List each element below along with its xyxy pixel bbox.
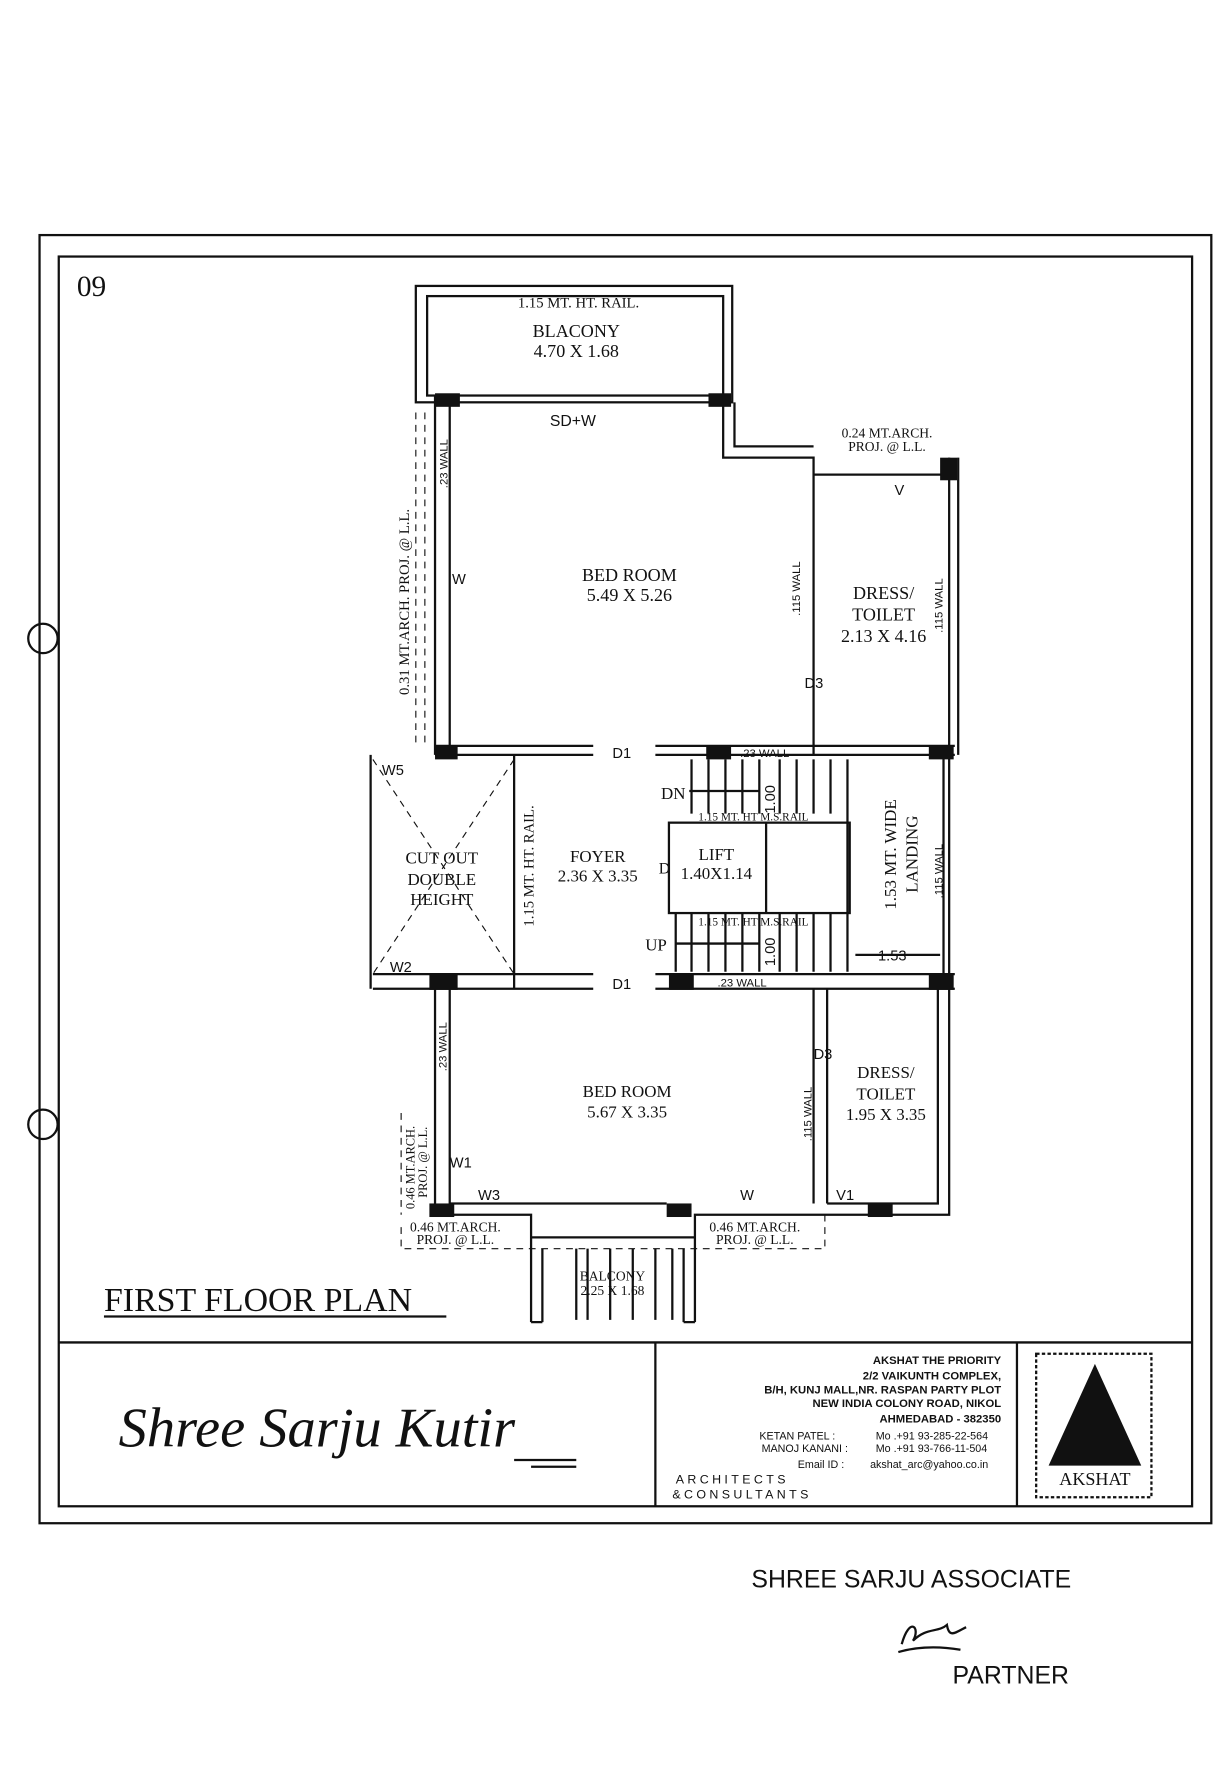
svg-text:LIFT: LIFT <box>699 845 735 864</box>
svg-text:0.46 MT.ARCH.: 0.46 MT.ARCH. <box>709 1220 800 1235</box>
sheet-number: 09 <box>77 271 106 303</box>
svg-text:DN: DN <box>661 784 685 803</box>
svg-text:NEW INDIA COLONY ROAD, NIKOL: NEW INDIA COLONY ROAD, NIKOL <box>812 1398 1001 1410</box>
svg-text:LANDING: LANDING <box>903 816 922 893</box>
svg-text:1.15 MT. HT. RAIL.: 1.15 MT. HT. RAIL. <box>521 805 537 926</box>
project-name: Shree Sarju Kutir <box>119 1397 516 1459</box>
signature <box>898 1622 967 1654</box>
svg-text:4.70 X 1.68: 4.70 X 1.68 <box>534 341 619 361</box>
svg-text:.23 WALL: .23 WALL <box>437 1022 449 1071</box>
svg-text:5.67 X 3.35: 5.67 X 3.35 <box>587 1103 667 1122</box>
svg-text:BED ROOM: BED ROOM <box>582 565 677 585</box>
svg-text:SHREE SARJU ASSOCIATE: SHREE SARJU ASSOCIATE <box>751 1567 1071 1594</box>
svg-text:.23 WALL: .23 WALL <box>740 748 789 760</box>
svg-text:W: W <box>740 1188 754 1204</box>
svg-text:.23 WALL: .23 WALL <box>438 439 450 488</box>
svg-text:PROJ. @ L.L.: PROJ. @ L.L. <box>716 1232 794 1247</box>
sheet-frame <box>27 233 1213 1525</box>
svg-text:0.31 MT.ARCH. PROJ. @ L.L.: 0.31 MT.ARCH. PROJ. @ L.L. <box>397 509 413 695</box>
svg-text:1.40X1.14: 1.40X1.14 <box>681 864 753 883</box>
svg-text:W5: W5 <box>382 763 404 779</box>
svg-text:0.46 MT.ARCH.: 0.46 MT.ARCH. <box>410 1220 501 1235</box>
stairs <box>575 759 941 1320</box>
svg-text:D3: D3 <box>805 676 824 692</box>
svg-text:D1: D1 <box>612 746 631 762</box>
svg-text:V1: V1 <box>836 1188 854 1204</box>
akshat-logo: AKSHAT <box>1035 1352 1153 1499</box>
svg-text:Mo .+91 93-285-22-564: Mo .+91 93-285-22-564 <box>876 1431 988 1443</box>
svg-text:BALCONY: BALCONY <box>580 1268 646 1283</box>
svg-text:D3: D3 <box>814 1047 833 1063</box>
svg-text:W2: W2 <box>390 960 412 976</box>
svg-text:V: V <box>895 483 905 499</box>
svg-text:BED ROOM: BED ROOM <box>583 1082 672 1101</box>
svg-text:ARCHITECTS: ARCHITECTS <box>676 1473 789 1487</box>
svg-text:BLACONY: BLACONY <box>533 321 620 341</box>
svg-text:1.53: 1.53 <box>878 949 907 965</box>
svg-text:.115 WALL: .115 WALL <box>791 561 803 616</box>
svg-text:.115 WALL: .115 WALL <box>933 844 945 899</box>
svg-text:DRESS/: DRESS/ <box>857 1063 915 1082</box>
svg-text:MANOJ KANANI :: MANOJ KANANI : <box>762 1443 848 1455</box>
svg-text:KETAN PATEL :: KETAN PATEL : <box>759 1431 835 1443</box>
svg-text:W3: W3 <box>478 1188 500 1204</box>
svg-text:PROJ. @ L.L.: PROJ. @ L.L. <box>416 1127 430 1198</box>
svg-text:5.49 X 5.26: 5.49 X 5.26 <box>587 585 672 605</box>
svg-text:1.15 MT. HT M.S.RAIL: 1.15 MT. HT M.S.RAIL <box>698 811 808 823</box>
svg-text:AHMEDABAD - 382350: AHMEDABAD - 382350 <box>880 1414 1002 1426</box>
svg-text:.115 WALL: .115 WALL <box>802 1087 814 1142</box>
svg-text:W1: W1 <box>450 1155 472 1171</box>
svg-text:PARTNER: PARTNER <box>953 1663 1069 1690</box>
svg-text:1.15 MT. HT. RAIL.: 1.15 MT. HT. RAIL. <box>518 295 639 311</box>
svg-text:UP: UP <box>645 935 667 954</box>
svg-text:PROJ. @ L.L.: PROJ. @ L.L. <box>417 1232 495 1247</box>
svg-text:DRESS/: DRESS/ <box>853 583 915 603</box>
svg-text:1.00: 1.00 <box>763 785 779 814</box>
svg-text:2/2 VAIKUNTH COMPLEX,: 2/2 VAIKUNTH COMPLEX, <box>863 1371 1001 1383</box>
svg-text:2.36 X 3.35: 2.36 X 3.35 <box>558 866 638 885</box>
svg-text:0.46 MT.ARCH.: 0.46 MT.ARCH. <box>404 1126 418 1209</box>
svg-text:FOYER: FOYER <box>570 847 626 866</box>
firm-details: AKSHAT THE PRIORITY 2/2 VAIKUNTH COMPLEX… <box>672 1355 1001 1501</box>
svg-text:2.25 X 1.68: 2.25 X 1.68 <box>580 1283 644 1298</box>
svg-text:PROJ. @ L.L.: PROJ. @ L.L. <box>848 439 926 454</box>
svg-text:1.53 MT. WIDE: 1.53 MT. WIDE <box>881 799 900 909</box>
svg-text:.115 WALL: .115 WALL <box>933 578 945 633</box>
svg-text:HEIGHT: HEIGHT <box>410 890 474 909</box>
svg-text:AKSHAT THE PRIORITY: AKSHAT THE PRIORITY <box>873 1355 1002 1367</box>
svg-text:CUT OUT: CUT OUT <box>405 848 478 867</box>
plan-title: FIRST FLOOR PLAN <box>104 1282 412 1319</box>
svg-text:.23 WALL: .23 WALL <box>718 978 767 990</box>
svg-text:1.15 MT. HT M.S.RAIL: 1.15 MT. HT M.S.RAIL <box>698 916 808 928</box>
svg-text:B/H, KUNJ MALL,NR. RASPAN PART: B/H, KUNJ MALL,NR. RASPAN PARTY PLOT <box>764 1384 1001 1396</box>
svg-text:D: D <box>659 861 670 878</box>
svg-text:TOILET: TOILET <box>856 1084 916 1103</box>
svg-text:SD+W: SD+W <box>550 413 596 430</box>
svg-text:DOUBLE: DOUBLE <box>407 870 476 889</box>
svg-text:1.00: 1.00 <box>763 938 779 967</box>
svg-text:Mo .+91 93-766-11-504: Mo .+91 93-766-11-504 <box>876 1443 988 1455</box>
room-labels: 1.15 MT. HT. RAIL. BLACONY 4.70 X 1.68 S… <box>382 295 945 1298</box>
svg-text:W: W <box>452 572 466 588</box>
svg-text:TOILET: TOILET <box>852 604 915 624</box>
svg-text:0.24 MT.ARCH.: 0.24 MT.ARCH. <box>842 425 933 440</box>
svg-text:akshat_arc@yahoo.co.in: akshat_arc@yahoo.co.in <box>870 1459 988 1471</box>
svg-text:D1: D1 <box>612 977 631 993</box>
svg-text:2.13 X 4.16: 2.13 X 4.16 <box>841 626 926 646</box>
svg-text:1.95 X 3.35: 1.95 X 3.35 <box>846 1105 926 1124</box>
walls <box>369 284 960 1324</box>
svg-text:&CONSULTANTS: &CONSULTANTS <box>672 1487 811 1501</box>
partner-stamp: SHREE SARJU ASSOCIATE PARTNER <box>751 1567 1071 1690</box>
svg-text:Email ID :: Email ID : <box>798 1459 844 1471</box>
svg-text:AKSHAT: AKSHAT <box>1059 1469 1130 1489</box>
